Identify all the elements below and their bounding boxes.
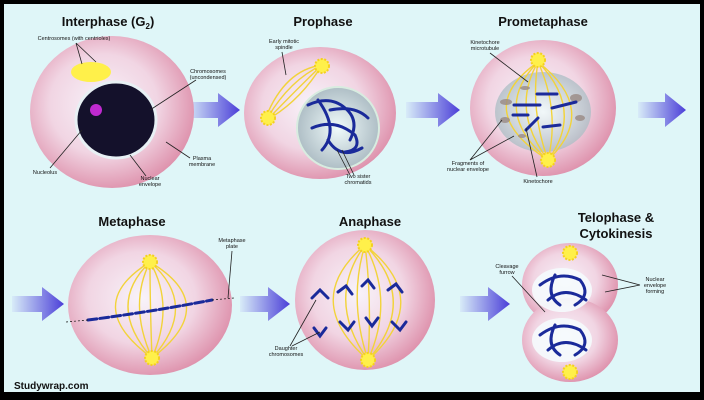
svg-text:spindle: spindle <box>275 45 292 51</box>
interphase-stage: Interphase (G2) Centrosomes (with centri… <box>30 14 227 188</box>
centrosome-icon <box>562 245 578 261</box>
centrosome-icon <box>144 350 160 366</box>
prometaphase-title: Prometaphase <box>498 14 588 29</box>
arrow-icon <box>406 93 460 127</box>
centrosome-icon <box>357 237 373 253</box>
label-early-spindle: Early mitotic <box>269 39 299 45</box>
arrow-icon <box>12 287 64 321</box>
arrow-icon <box>460 287 510 321</box>
centrosome-icon <box>360 352 376 368</box>
svg-text:microtubule: microtubule <box>471 46 499 52</box>
brand-watermark: Studywrap.com <box>14 381 89 392</box>
svg-text:nuclear envelope: nuclear envelope <box>447 167 489 173</box>
nucleus-icon <box>74 80 158 160</box>
anaphase-title: Anaphase <box>339 214 401 229</box>
metaphase-plate <box>86 298 214 322</box>
centrosome-icon <box>562 364 578 380</box>
telophase-stage: Telophase & Cytokinesis Cleavage furrow … <box>495 210 666 382</box>
svg-text:plate: plate <box>226 244 238 250</box>
anaphase-cell <box>295 230 435 370</box>
interphase-title: Interphase (G2) <box>62 14 155 31</box>
svg-text:envelope: envelope <box>139 182 161 188</box>
label-nucleolus: Nucleolus <box>33 170 57 176</box>
metaphase-title: Metaphase <box>98 214 165 229</box>
centrosome-icon <box>142 254 158 270</box>
label-cleavage-furrow: Cleavage <box>495 264 518 270</box>
label-nuclear-envelope-forming: Nuclear <box>646 277 665 283</box>
prophase-title: Prophase <box>293 14 352 29</box>
svg-text:envelope: envelope <box>644 283 666 289</box>
centrosome-icon <box>540 152 556 168</box>
svg-text:Cytokinesis: Cytokinesis <box>580 226 653 241</box>
arrow-icon <box>186 93 240 127</box>
centrosome-icon <box>71 62 111 82</box>
anaphase-stage: Anaphase Daughter chromosomes <box>269 214 435 370</box>
nucleolus-icon <box>90 104 102 116</box>
svg-text:membrane: membrane <box>189 162 215 168</box>
metaphase-stage: Metaphase Metaphase plate <box>65 214 246 375</box>
label-chromosomes: Chromosomes <box>190 69 226 75</box>
prophase-stage: Prophase Early mitotic spindle Two siste… <box>244 14 396 186</box>
label-nuclear-fragments: Fragments of <box>452 161 485 167</box>
label-kinetochore: Kinetochore <box>523 179 552 185</box>
prometaphase-stage: Prometaphase Kinetochore microtubule Fra… <box>447 14 616 185</box>
arrow-icon <box>240 287 290 321</box>
svg-text:furrow: furrow <box>499 270 514 276</box>
svg-text:chromosomes: chromosomes <box>269 352 304 358</box>
telophase-title: Telophase & <box>578 210 654 225</box>
label-daughter-chromosomes: Daughter <box>275 346 298 352</box>
centrosome-icon <box>530 52 546 68</box>
svg-text:(uncondensed): (uncondensed) <box>190 75 227 81</box>
label-centrosomes: Centrosomes (with centrioles) <box>38 36 111 42</box>
label-sister-chromatids: Two sister <box>346 174 371 180</box>
centrosome-icon <box>260 110 276 126</box>
label-nuclear-envelope: Nuclear <box>141 176 160 182</box>
centrosome-icon <box>314 58 330 74</box>
label-metaphase-plate: Metaphase <box>218 238 245 244</box>
nucleus-icon <box>296 86 380 170</box>
label-kinetochore-microtubule: Kinetochore <box>470 40 499 46</box>
svg-text:forming: forming <box>646 289 664 295</box>
arrow-icon <box>638 93 686 127</box>
svg-text:chromatids: chromatids <box>345 180 372 186</box>
label-plasma-membrane: Plasma <box>193 156 212 162</box>
